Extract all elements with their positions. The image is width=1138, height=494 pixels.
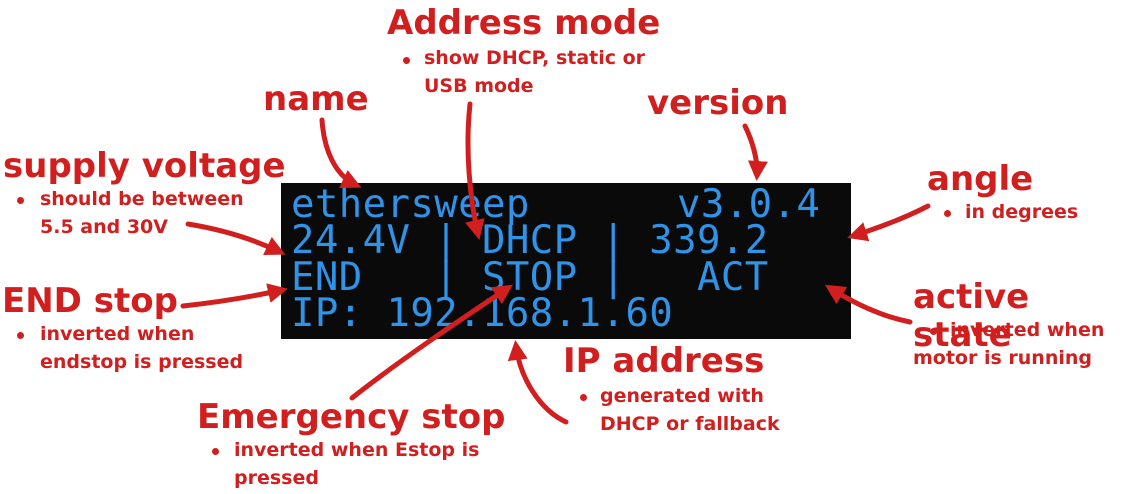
address-mode-note-2: USB mode (424, 75, 534, 97)
ip-address-arrow (507, 340, 569, 425)
active-state-note-2: motor is running (913, 347, 1092, 369)
address-mode-note-1: show DHCP, static or (424, 47, 646, 69)
emergency-stop-title: Emergency stop (197, 397, 506, 437)
ip-address-title: IP address (563, 341, 765, 381)
angle-bullet-icon (944, 210, 951, 217)
version-arrow (742, 123, 768, 181)
supply-voltage-title: supply voltage (3, 146, 286, 186)
end-stop-note-2: endstop is pressed (40, 351, 244, 373)
angle-arrow (847, 203, 931, 242)
active-state-note-1: inverted when (950, 319, 1105, 341)
supply-voltage-arrow (185, 221, 286, 255)
supply-voltage-note-2: 5.5 and 30V (40, 216, 168, 238)
active-state-arrow (824, 284, 913, 325)
angle-note-1: in degrees (965, 201, 1079, 223)
end-stop-title: END stop (2, 281, 178, 321)
lcd-line-ip: IP: 192.168.1.60 (291, 291, 674, 336)
address-mode-bullet-icon (403, 57, 410, 64)
lcd-display: ethersweep v3.0.4 24.4V | DHCP | 339.2 E… (281, 183, 851, 339)
name-arrow (319, 117, 362, 188)
active-state-bullet-icon (930, 328, 937, 335)
end-stop-note-1: inverted when (40, 323, 195, 345)
active-state-title: active state (913, 277, 1030, 355)
name-title: name (263, 79, 369, 119)
emergency-stop-bullet-icon (212, 448, 219, 455)
supply-voltage-bullet-icon (17, 197, 24, 204)
emergency-stop-arrow (349, 284, 513, 401)
supply-voltage-note-1: should be between (40, 188, 244, 210)
version-title: version (647, 83, 789, 123)
emergency-stop-note-2: pressed (234, 467, 319, 489)
end-stop-bullet-icon (17, 332, 24, 339)
ip-address-note-2: DHCP or fallback (600, 413, 780, 435)
angle-title: angle (927, 159, 1034, 199)
lcd-line-version: v3.0.4 (677, 182, 821, 227)
emergency-stop-note-1: inverted when Estop is (234, 439, 480, 461)
lcd-line-status: 24.4V | DHCP | 339.2 (291, 218, 769, 263)
lcd-line-states: END | STOP | ACT (291, 255, 769, 300)
address-mode-title: Address mode (387, 3, 661, 43)
ip-address-note-1: generated with (600, 385, 764, 407)
end-stop-arrow (180, 283, 288, 309)
address-mode-arrow (465, 101, 485, 240)
ip-address-bullet-icon (580, 394, 587, 401)
lcd-line-name: ethersweep (291, 182, 530, 227)
